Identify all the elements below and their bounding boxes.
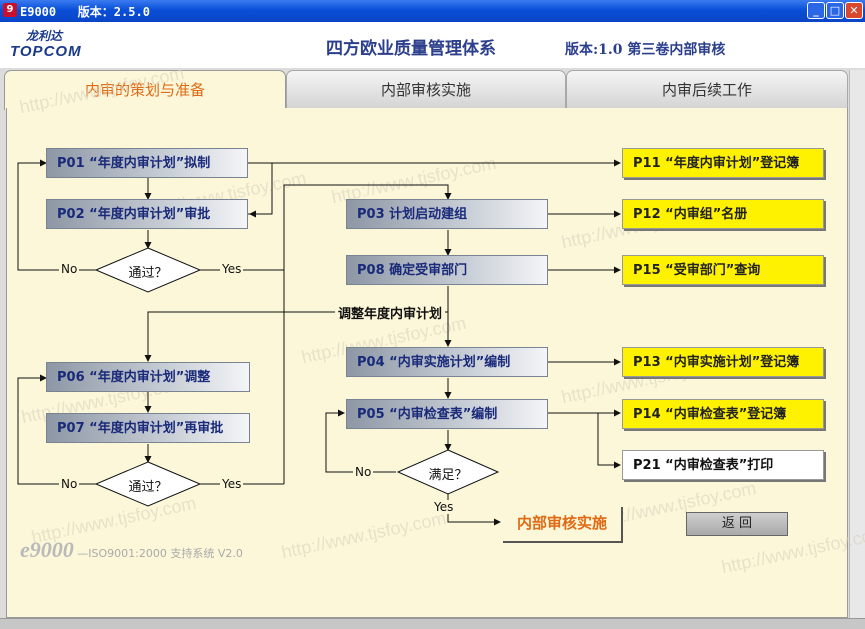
- process-p08[interactable]: P08 确定受审部门: [346, 255, 548, 285]
- process-p06[interactable]: P06 “年度内审计划”调整: [46, 362, 250, 392]
- process-p02[interactable]: P02 “年度内审计划”审批: [46, 199, 248, 229]
- adjust-plan-label: 调整年度内审计划: [335, 303, 446, 322]
- app-header: 龙利达 TOPCOM 四方欧业质量管理体系 版本:1.0 第三卷内部审核: [0, 22, 865, 68]
- topcom-logo: 龙利达 TOPCOM: [10, 29, 82, 60]
- decision-approve-1: 通过？: [128, 266, 168, 281]
- record-p14[interactable]: P14 “内审检查表”登记簿: [622, 399, 824, 429]
- yes-label: Yes: [432, 500, 456, 514]
- maximize-button[interactable]: □: [826, 2, 844, 19]
- process-p07[interactable]: P07 “年度内审计划”再审批: [46, 413, 250, 443]
- minimize-button[interactable]: _: [807, 2, 825, 19]
- status-bar: [0, 618, 865, 629]
- process-p03[interactable]: P03 计划启动建组: [346, 199, 548, 229]
- tab-planning[interactable]: 内审的策划与准备: [4, 70, 286, 110]
- record-p12[interactable]: P12 “内审组”名册: [622, 199, 824, 229]
- window-title: E9000 版本：2.5.0: [20, 5, 150, 19]
- next-audit-implementation-button[interactable]: 内部审核实施: [503, 507, 623, 543]
- decision-approve-2: 通过？: [128, 480, 168, 495]
- process-p01[interactable]: P01 “年度内审计划”拟制: [46, 148, 248, 178]
- version-label: 版本:1.0 第三卷内部审核: [565, 42, 726, 58]
- close-button[interactable]: ✕: [845, 2, 863, 19]
- back-button[interactable]: 返 回: [686, 512, 788, 536]
- e9000-logo: e9000: [20, 537, 74, 562]
- record-p13[interactable]: P13 “内审实施计划”登记簿: [622, 347, 824, 377]
- vertical-scrollbar[interactable]: [849, 70, 865, 618]
- record-p11[interactable]: P11 “年度内审计划”登记簿: [622, 148, 824, 178]
- tab-follow-up[interactable]: 内审后续工作: [566, 70, 848, 108]
- system-title: 四方欧业质量管理体系: [326, 39, 496, 59]
- process-p05[interactable]: P05 “内审检查表”编制: [346, 399, 548, 429]
- yes-label: Yes: [220, 477, 244, 491]
- print-p21[interactable]: P21 “内审检查表”打印: [622, 450, 824, 480]
- no-label: No: [59, 477, 80, 491]
- footer-brand: e9000 —ISO9001:2000 支持系统 V2.0: [20, 537, 243, 563]
- process-p04[interactable]: P04 “内审实施计划”编制: [346, 347, 548, 377]
- tab-audit-implementation[interactable]: 内部审核实施: [286, 70, 566, 108]
- no-label: No: [59, 262, 80, 276]
- app-icon: 9: [3, 3, 17, 17]
- yes-label: Yes: [220, 262, 244, 276]
- footer-text: —ISO9001:2000 支持系统 V2.0: [77, 547, 243, 560]
- decision-satisfied: 满足？: [428, 468, 468, 483]
- record-p15[interactable]: P15 “受审部门”查询: [622, 255, 824, 285]
- no-label: No: [353, 465, 374, 479]
- title-bar: 9 E9000 版本：2.5.0 _ □ ✕: [0, 0, 865, 22]
